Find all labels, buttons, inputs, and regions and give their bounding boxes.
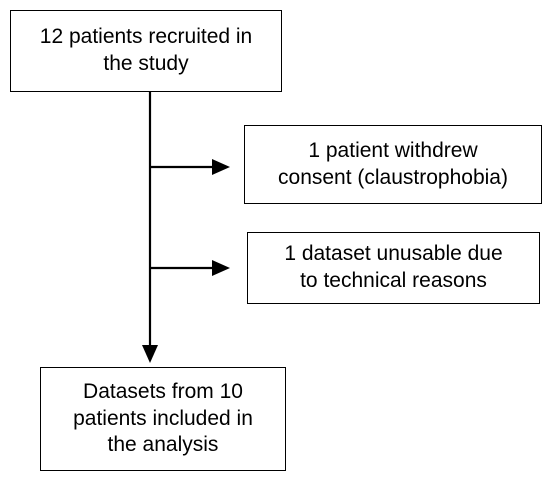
main-flow-arrowhead [142,345,158,363]
branch-arrowhead-withdrew [212,159,230,175]
withdrew-consent-box: 1 patient withdrew consent (claustrophob… [244,125,542,204]
recruited-patients-box: 12 patients recruited in the study [10,10,282,92]
unusable-dataset-box: 1 dataset unusable due to technical reas… [247,232,540,304]
branch-arrowhead-unusable [212,260,230,276]
included-analysis-box: Datasets from 10 patients included in th… [40,367,286,471]
